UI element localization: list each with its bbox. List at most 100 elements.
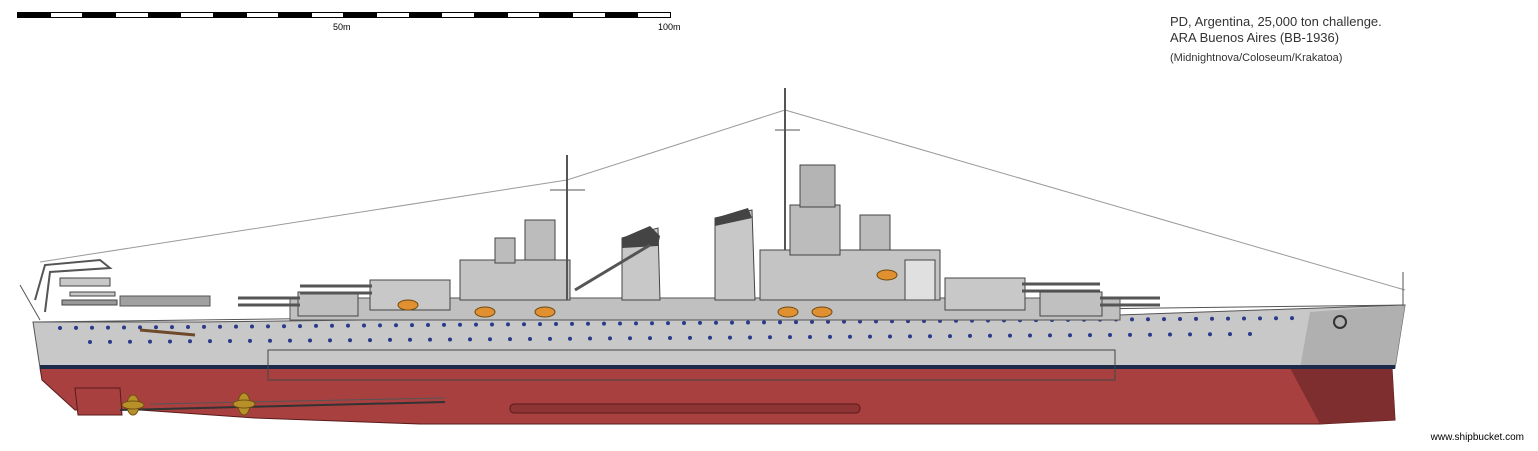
porthole bbox=[266, 324, 270, 329]
porthole bbox=[648, 336, 652, 341]
porthole bbox=[608, 336, 612, 341]
forward-turret-a bbox=[1039, 291, 1160, 317]
porthole bbox=[1130, 317, 1134, 322]
porthole bbox=[634, 321, 638, 326]
porthole bbox=[1242, 316, 1246, 321]
porthole bbox=[548, 336, 552, 341]
lifeboat bbox=[811, 306, 833, 318]
porthole bbox=[348, 338, 352, 343]
deck-fitting bbox=[139, 328, 196, 337]
porthole bbox=[968, 333, 972, 338]
porthole bbox=[1168, 332, 1172, 337]
porthole bbox=[826, 319, 830, 324]
porthole bbox=[728, 335, 732, 340]
porthole bbox=[234, 324, 238, 329]
hull-bow-shade bbox=[1300, 305, 1405, 368]
porthole bbox=[202, 324, 206, 329]
ensign-staff bbox=[19, 284, 41, 321]
porthole bbox=[268, 338, 272, 343]
porthole bbox=[688, 335, 692, 340]
aft-superstructure bbox=[459, 259, 571, 301]
bilge-keel bbox=[509, 403, 861, 414]
porthole bbox=[948, 334, 952, 339]
porthole bbox=[298, 324, 302, 329]
porthole bbox=[388, 337, 392, 342]
scale-bar bbox=[17, 12, 671, 20]
bridge-top bbox=[799, 164, 836, 208]
porthole bbox=[408, 337, 412, 342]
title-ship-name: ARA Buenos Aires (BB-1936) bbox=[1170, 30, 1340, 45]
porthole bbox=[1146, 317, 1150, 322]
porthole bbox=[218, 324, 222, 329]
porthole bbox=[1274, 316, 1278, 321]
porthole bbox=[810, 319, 814, 324]
bridge-tower bbox=[789, 204, 841, 256]
porthole bbox=[666, 321, 670, 326]
porthole bbox=[748, 335, 752, 340]
propeller-forward bbox=[232, 392, 256, 416]
porthole bbox=[908, 334, 912, 339]
forward-turret-b bbox=[944, 277, 1100, 311]
porthole bbox=[490, 322, 494, 327]
porthole bbox=[1008, 333, 1012, 338]
porthole bbox=[568, 336, 572, 341]
porthole bbox=[788, 335, 792, 340]
porthole bbox=[1148, 332, 1152, 337]
porthole bbox=[88, 340, 92, 344]
lifeboat bbox=[534, 306, 556, 318]
porthole bbox=[488, 337, 492, 342]
porthole bbox=[602, 321, 606, 326]
skeg bbox=[74, 387, 123, 416]
porthole bbox=[1108, 332, 1112, 337]
porthole bbox=[58, 326, 62, 330]
porthole bbox=[768, 335, 772, 340]
armour-belt bbox=[267, 349, 1116, 381]
porthole bbox=[378, 323, 382, 328]
porthole bbox=[448, 337, 452, 342]
forward-director bbox=[859, 214, 891, 251]
shaft-outer bbox=[119, 401, 446, 411]
porthole bbox=[1162, 317, 1166, 322]
porthole bbox=[170, 325, 174, 330]
porthole bbox=[698, 320, 702, 325]
scale-label-50m: 50m bbox=[333, 22, 351, 32]
porthole bbox=[122, 325, 126, 330]
porthole bbox=[1194, 316, 1198, 321]
porthole bbox=[74, 325, 78, 330]
porthole bbox=[228, 339, 232, 344]
stern-crane bbox=[34, 258, 113, 313]
porthole bbox=[538, 322, 542, 327]
porthole bbox=[1226, 316, 1230, 321]
porthole bbox=[154, 325, 158, 330]
porthole bbox=[668, 336, 672, 340]
porthole bbox=[106, 325, 110, 330]
scale-label-100m: 100m bbox=[658, 22, 681, 32]
porthole bbox=[1128, 332, 1132, 337]
funnel-forward-cap bbox=[715, 208, 752, 226]
porthole bbox=[328, 338, 332, 343]
porthole bbox=[186, 324, 190, 329]
porthole bbox=[1290, 316, 1294, 321]
porthole bbox=[808, 335, 812, 340]
porthole bbox=[308, 338, 312, 343]
porthole bbox=[108, 339, 112, 344]
porthole bbox=[474, 322, 478, 327]
porthole bbox=[586, 321, 590, 326]
porthole bbox=[588, 336, 592, 341]
funnel-aft-cap bbox=[622, 226, 660, 248]
porthole bbox=[1068, 333, 1072, 338]
porthole bbox=[346, 323, 350, 328]
porthole bbox=[848, 334, 852, 339]
porthole bbox=[1208, 332, 1212, 337]
aft-tower bbox=[494, 237, 516, 264]
porthole bbox=[394, 323, 398, 328]
porthole bbox=[90, 325, 94, 330]
porthole bbox=[1228, 332, 1232, 337]
porthole bbox=[928, 334, 932, 339]
porthole bbox=[714, 320, 718, 325]
porthole bbox=[888, 334, 892, 339]
porthole bbox=[528, 336, 532, 341]
porthole bbox=[842, 319, 846, 324]
porthole bbox=[1028, 333, 1032, 338]
